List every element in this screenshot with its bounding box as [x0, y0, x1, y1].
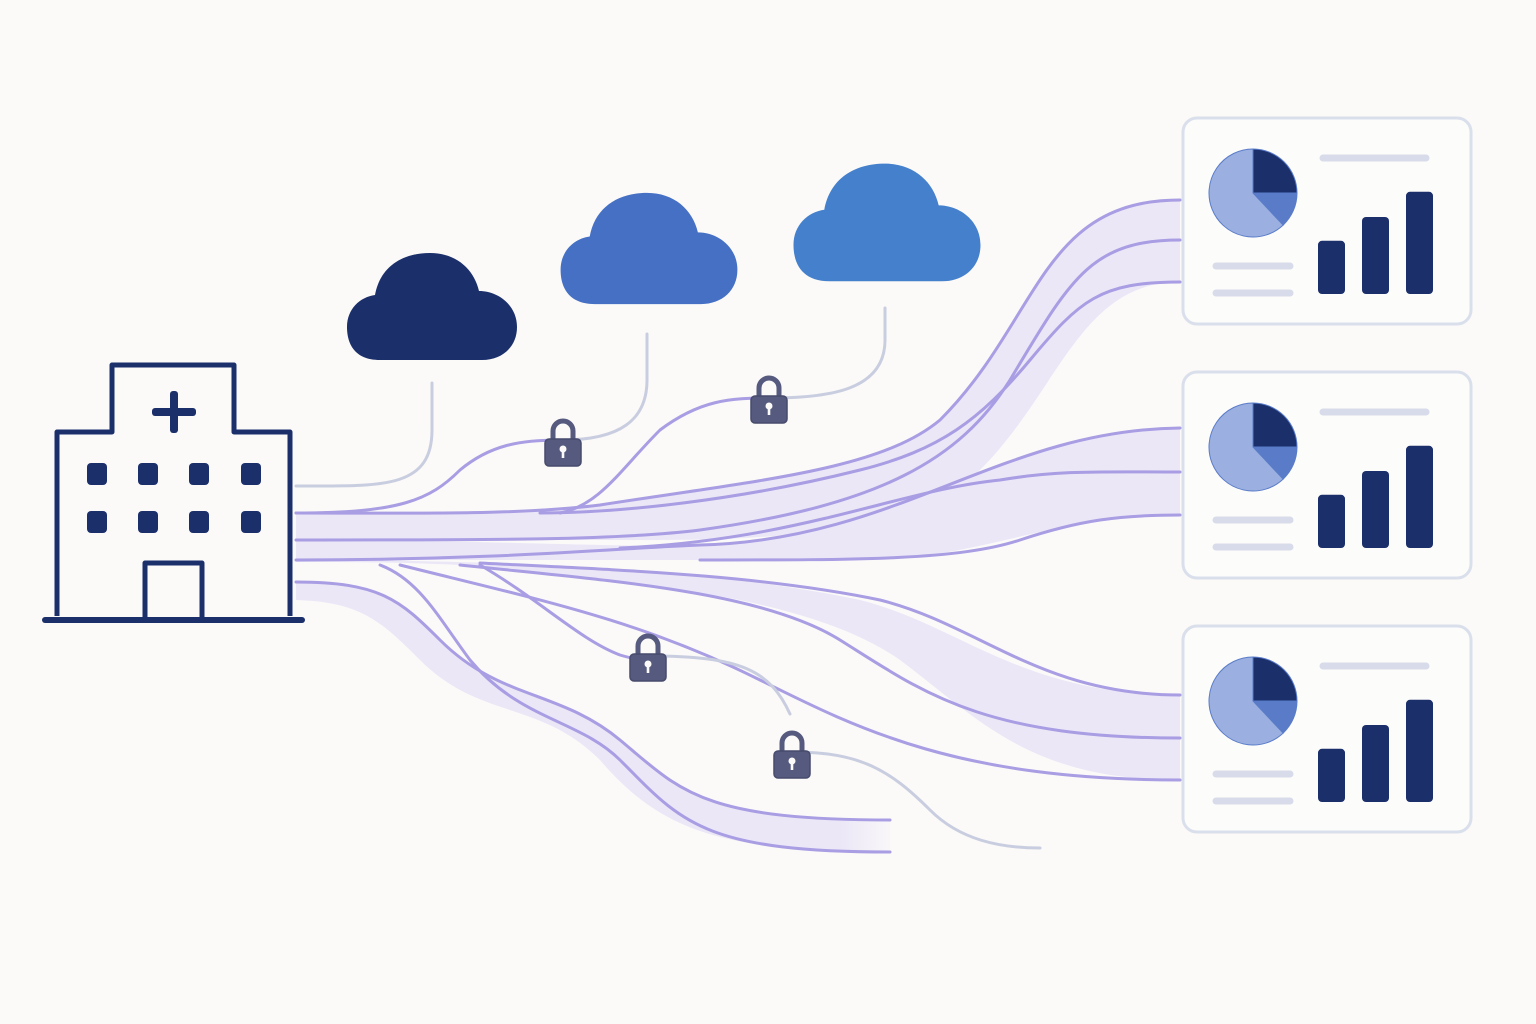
bar — [1362, 725, 1389, 802]
cloud-icon — [560, 192, 738, 305]
flow-edge — [294, 198, 1182, 515]
flow-band-faded — [296, 582, 890, 852]
pie-slice — [1208, 148, 1284, 238]
flow-edge-to-lock-1 — [294, 438, 562, 515]
bar — [1318, 494, 1345, 548]
flow-edge-to-lock-2 — [558, 396, 772, 515]
hospital-icon — [42, 362, 305, 623]
flow-edge — [294, 426, 1182, 562]
bar — [1406, 699, 1433, 802]
flow-edge — [538, 280, 1182, 515]
bar — [1362, 217, 1389, 294]
data-flows — [294, 198, 1182, 860]
flow-band-dashboard-2 — [296, 428, 1180, 560]
flow-edge — [478, 561, 1182, 697]
flow-edge — [698, 513, 1182, 562]
bar — [1362, 471, 1389, 548]
pie-slice — [1252, 656, 1298, 702]
pie-chart-icon — [1208, 656, 1298, 746]
flow-band-dashboard-1 — [296, 200, 1180, 541]
connector-lock-4 — [791, 750, 1042, 850]
dashboard-card — [1181, 116, 1473, 326]
connector-cloud-2 — [560, 332, 649, 442]
fade-mask — [860, 810, 920, 860]
cloud-icon — [793, 163, 981, 282]
dashboard-card — [1181, 624, 1473, 834]
pie-slice — [1252, 148, 1298, 194]
bar — [1406, 191, 1433, 294]
cloud-connectors — [294, 306, 1042, 850]
bar-chart-icon — [1318, 191, 1433, 294]
bar — [1318, 240, 1345, 294]
bar — [1318, 748, 1345, 802]
lock-icon — [544, 418, 582, 467]
pie-chart-icon — [1208, 148, 1298, 238]
flow-edge — [458, 563, 1182, 740]
pie-slice — [1252, 402, 1298, 448]
pie-slice — [1208, 402, 1284, 492]
flow-edge — [294, 580, 892, 822]
bar-chart-icon — [1318, 699, 1433, 802]
pie-slice — [1208, 656, 1284, 746]
dashboard-card — [1181, 370, 1473, 580]
lock-icon — [773, 730, 811, 779]
clouds — [347, 163, 981, 360]
connector-cloud-3 — [768, 306, 887, 400]
pie-chart-icon — [1208, 402, 1298, 492]
dashboards — [1181, 116, 1473, 834]
lock-icon — [750, 375, 788, 424]
bar — [1406, 445, 1433, 548]
flow-edge — [294, 238, 1182, 542]
flow-edge — [618, 470, 1182, 550]
bar-chart-icon — [1318, 445, 1433, 548]
lock-icon — [629, 633, 667, 682]
connector-lock-3 — [648, 654, 792, 716]
cloud-icon — [347, 253, 517, 360]
flow-edge — [378, 563, 892, 854]
locks — [544, 375, 811, 779]
flow-band-dashboard-3 — [296, 560, 1180, 780]
connector-cloud-1 — [294, 381, 434, 488]
